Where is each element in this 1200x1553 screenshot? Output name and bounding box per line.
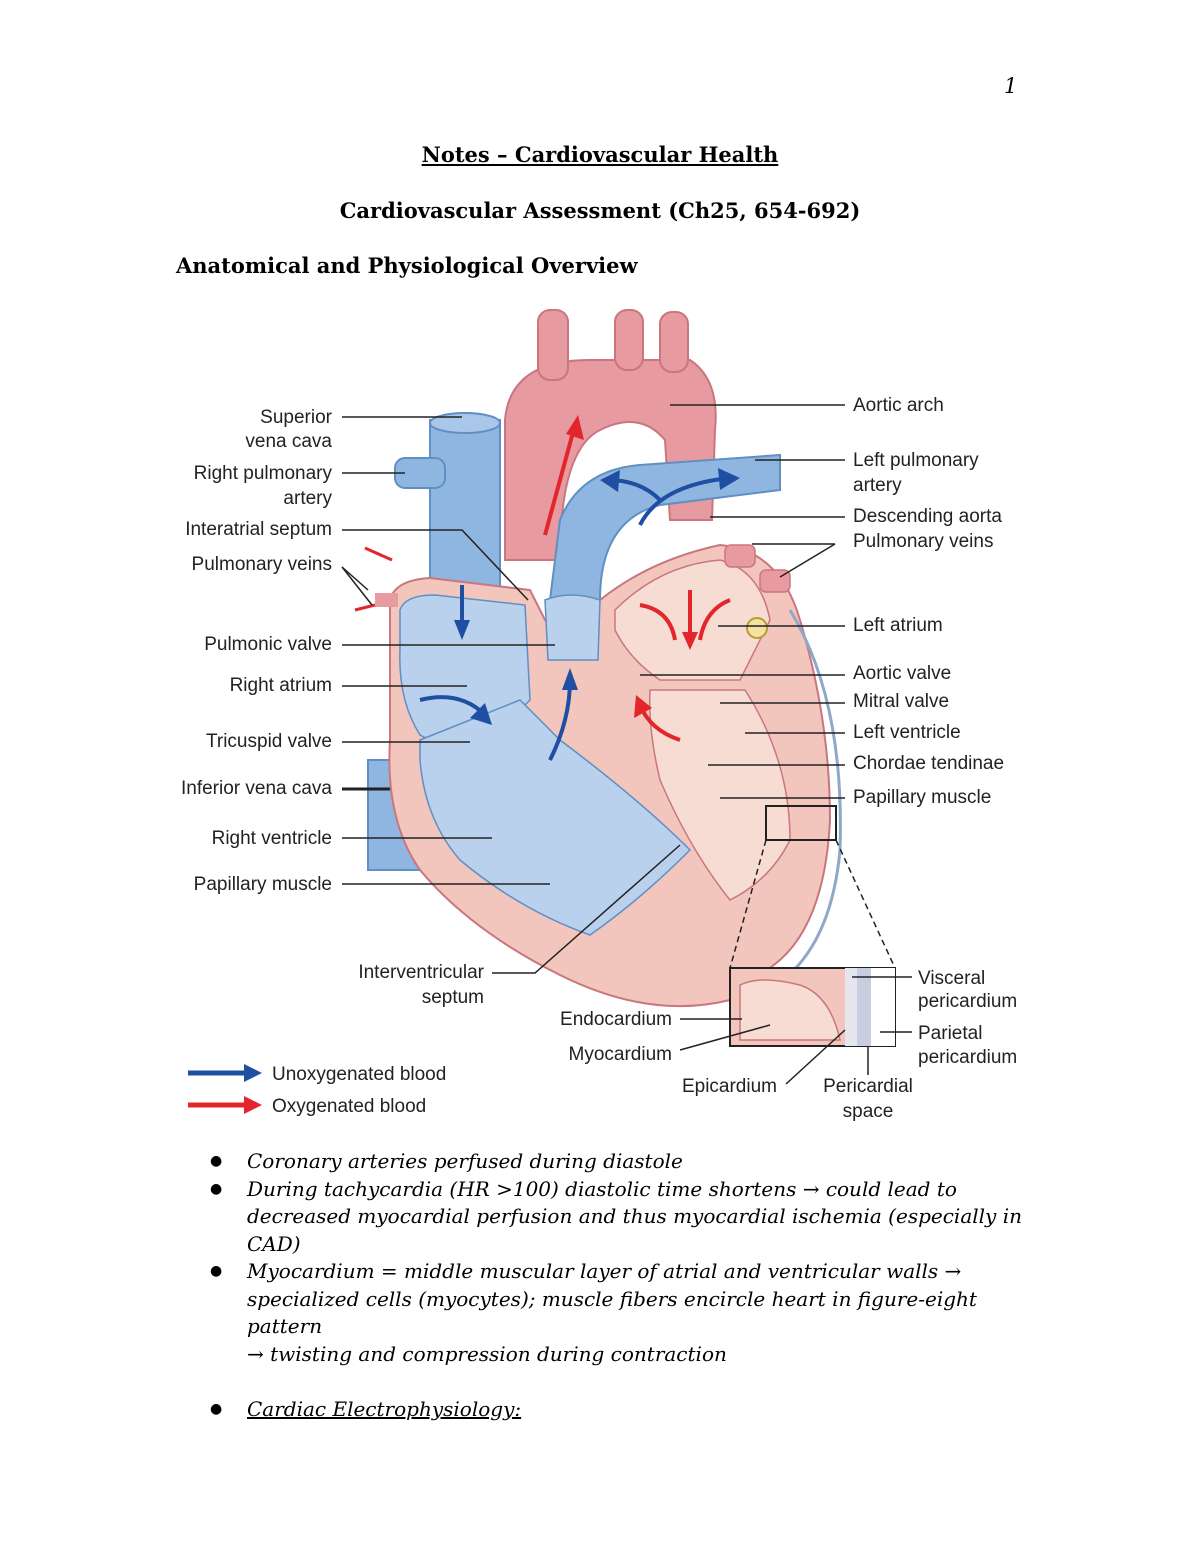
legend-arrowhead-oxygenated (244, 1096, 262, 1114)
bullet-line: → twisting and compression during contra… (247, 1341, 727, 1366)
bullet-line: CAD) (247, 1231, 301, 1256)
label-superior-vena-cava-2: vena cava (245, 431, 332, 452)
label-left-pulmonary-artery-2: artery (853, 475, 902, 496)
label-visceral-pericardium-2: pericardium (918, 991, 1017, 1012)
bullet-line: decreased myocardial perfusion and thus … (247, 1204, 1022, 1228)
label-interventricular-septum-1: Interventricular (358, 962, 484, 983)
label-left-ventricle: Left ventricle (853, 722, 961, 743)
bullet-line: During tachycardia (HR >100) diastolic t… (247, 1176, 957, 1201)
section-title: Cardiovascular Assessment (Ch25, 654-692… (339, 198, 861, 223)
label-endocardium: Endocardium (560, 1009, 672, 1030)
label-myocardium: Myocardium (569, 1044, 672, 1065)
heart-anatomy-figure: Superior vena cava Right pulmonary arter… (181, 309, 1017, 1122)
label-left-atrium: Left atrium (853, 615, 943, 636)
legend-arrowhead-unoxygenated (244, 1064, 262, 1082)
aorta-illustration (504, 309, 717, 561)
figure-legend: Unoxygenated blood Oxygenated blood (188, 1064, 446, 1117)
bullet-item: Coronary arteries perfused during diasto… (210, 1148, 1030, 1176)
label-epicardium: Epicardium (682, 1076, 777, 1097)
label-left-pulmonary-artery-1: Left pulmonary (853, 450, 979, 471)
bullet-item: Cardiac Electrophysiology: (210, 1396, 1030, 1424)
label-parietal-pericardium-2: pericardium (918, 1047, 1017, 1068)
label-right-ventricle: Right ventricle (212, 828, 332, 849)
notes-bullet-list: Coronary arteries perfused during diasto… (210, 1148, 1030, 1424)
label-pulmonary-veins-right: Pulmonary veins (853, 531, 993, 552)
bullet-line: Myocardium = middle muscular layer of at… (247, 1259, 962, 1283)
label-papillary-muscle-right: Papillary muscle (853, 787, 991, 808)
label-right-pulmonary-artery-1: Right pulmonary (194, 463, 333, 484)
label-papillary-muscle-left: Papillary muscle (194, 874, 332, 895)
label-parietal-pericardium-1: Parietal (918, 1023, 982, 1044)
label-descending-aorta: Descending aorta (853, 506, 1002, 527)
label-pulmonary-veins-left: Pulmonary veins (192, 554, 332, 575)
label-aortic-valve: Aortic valve (853, 663, 951, 684)
label-right-pulmonary-artery-2: artery (283, 488, 332, 509)
document-title: Notes – Cardiovascular Health (421, 142, 779, 167)
bullet-item: Myocardium = middle muscular layer of at… (210, 1258, 1030, 1368)
label-interventricular-septum-2: septum (422, 987, 484, 1008)
label-tricuspid-valve: Tricuspid valve (206, 731, 332, 752)
legend-oxygenated: Oxygenated blood (272, 1096, 426, 1117)
subsection-title: Anatomical and Physiological Overview (176, 253, 638, 278)
bullet-line-heading: Cardiac Electrophysiology: (247, 1397, 522, 1421)
label-pulmonic-valve: Pulmonic valve (204, 634, 332, 655)
bullet-line: Coronary arteries perfused during diasto… (247, 1149, 683, 1173)
bullet-line: specialized cells (myocytes); muscle fib… (247, 1286, 977, 1339)
label-inferior-vena-cava: Inferior vena cava (181, 778, 332, 799)
label-pericardial-space-1: Pericardial (823, 1076, 913, 1097)
label-aortic-arch: Aortic arch (853, 395, 944, 416)
label-chordae-tendinae: Chordae tendinae (853, 753, 1004, 774)
label-superior-vena-cava-1: Superior (260, 407, 332, 428)
page-number: 1 (1004, 74, 1018, 98)
label-interatrial-septum: Interatrial septum (185, 519, 332, 540)
label-right-atrium: Right atrium (230, 675, 332, 696)
label-mitral-valve: Mitral valve (853, 691, 949, 712)
pulmonary-artery-illustration (543, 453, 781, 652)
legend-unoxygenated: Unoxygenated blood (272, 1064, 446, 1085)
leader-lines (341, 404, 912, 1085)
heart-body-illustration (354, 543, 842, 1008)
label-visceral-pericardium-1: Visceral (918, 968, 985, 989)
label-pericardial-space-2: space (843, 1101, 894, 1122)
pericardium-inset (729, 839, 896, 1047)
bullet-item: During tachycardia (HR >100) diastolic t… (210, 1176, 1030, 1259)
